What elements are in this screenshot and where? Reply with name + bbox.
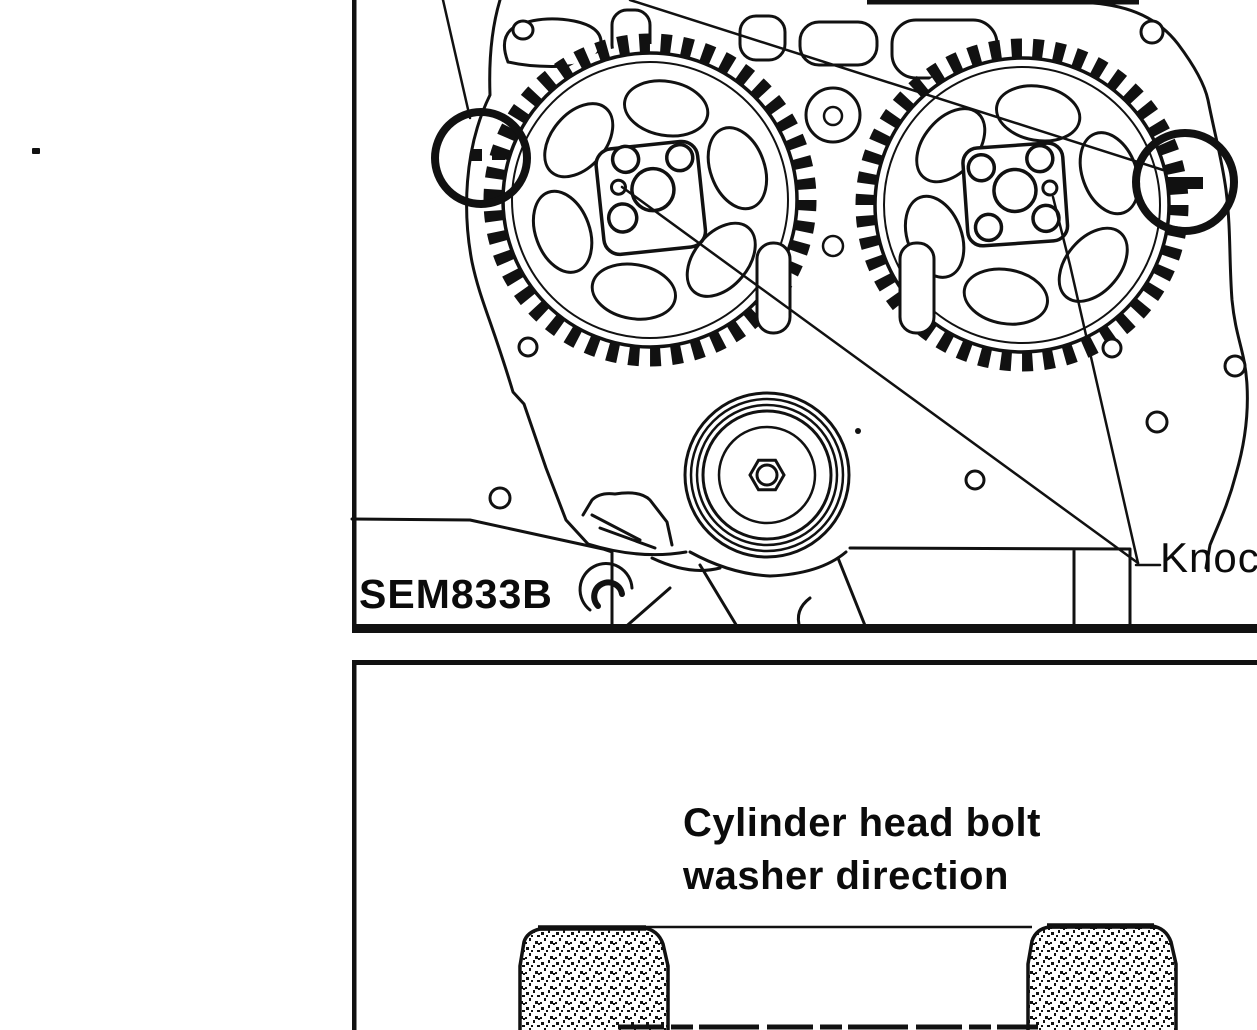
callout-leader-lines bbox=[441, 0, 1165, 567]
top-panel-bottom-border bbox=[352, 624, 1257, 633]
tensioner-pulley bbox=[683, 391, 851, 559]
washer-cross-section bbox=[518, 923, 1178, 1030]
washer-title-line2: washer direction bbox=[683, 854, 1009, 898]
top-panel-left-border bbox=[352, 0, 357, 632]
cover-bolt-holes bbox=[488, 19, 1247, 510]
cover-mid-slots bbox=[755, 241, 936, 335]
washer-title-line1: Cylinder head bolt bbox=[683, 801, 1041, 845]
sprocket-hub-left bbox=[594, 139, 708, 257]
bottom-panel-top-border bbox=[352, 660, 1257, 665]
washer-block-right bbox=[1026, 924, 1178, 1030]
sprocket-hub-right bbox=[961, 141, 1070, 248]
timing-cover-outline bbox=[465, 0, 1249, 628]
cover-top-edge-line bbox=[867, 0, 1139, 5]
scan-speck-dot bbox=[32, 148, 40, 154]
timing-mark-circle-left bbox=[431, 108, 531, 208]
washer-figure-title: Cylinder head bolt washer direction bbox=[683, 797, 1041, 903]
washer-block-left bbox=[518, 926, 670, 1030]
knock-pin-hole-left bbox=[609, 178, 627, 196]
scan-dot bbox=[855, 428, 861, 434]
cover-bolt-hole bbox=[511, 19, 535, 41]
bottom-panel-left-border bbox=[352, 660, 357, 1030]
engine-outline-scribbles bbox=[350, 491, 868, 632]
knock-pin-callout-label: Knoc bbox=[1160, 534, 1257, 581]
figure-code-label: SEM833B bbox=[359, 571, 553, 617]
idler-boss bbox=[804, 86, 862, 258]
timing-mark-circle-right bbox=[1132, 129, 1238, 235]
knock-pin-hole-right bbox=[1041, 179, 1059, 197]
panel-borders bbox=[352, 0, 1257, 1030]
